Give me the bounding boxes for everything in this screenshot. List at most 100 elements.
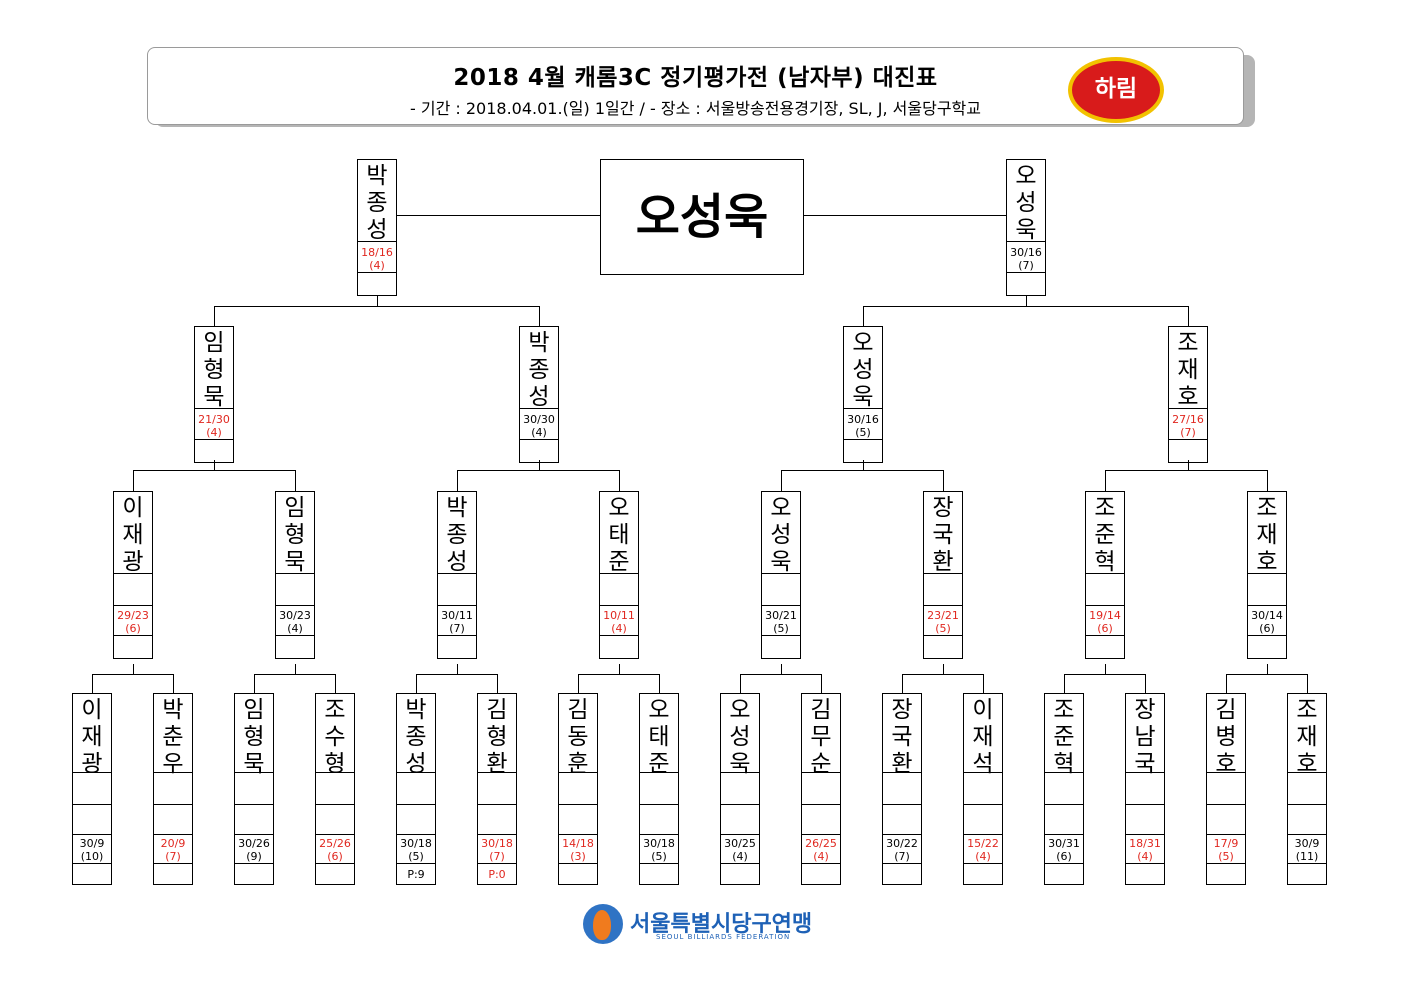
innings: (3) xyxy=(570,850,586,863)
match-score: 26/25(4) xyxy=(802,834,840,864)
empty-cell xyxy=(114,575,152,606)
empty-cell xyxy=(721,774,759,805)
penalty-note xyxy=(1288,865,1326,885)
score-value: 30/18 xyxy=(400,837,432,850)
empty-cell xyxy=(1288,804,1326,835)
innings: (4) xyxy=(813,850,829,863)
match-score: 27/16(7) xyxy=(1169,410,1207,440)
empty-cell xyxy=(762,575,800,606)
match-score: 30/9(10) xyxy=(73,834,111,864)
bracket-line xyxy=(377,296,378,307)
match-score: 17/9(5) xyxy=(1207,834,1245,864)
match-score: 30/21(5) xyxy=(762,606,800,636)
innings: (7) xyxy=(489,850,505,863)
empty-cell xyxy=(154,804,192,835)
bracket-line xyxy=(821,674,822,693)
innings: (10) xyxy=(80,850,104,863)
penalty-note xyxy=(73,865,111,885)
empty-cell xyxy=(1045,774,1083,805)
bracket-line xyxy=(295,470,296,491)
penalty-note xyxy=(559,865,597,885)
penalty-note xyxy=(316,865,354,885)
bracket-line xyxy=(863,306,864,326)
empty-cell xyxy=(924,575,962,606)
federation-name: 서울특별시당구연맹 xyxy=(630,912,813,937)
penalty-note xyxy=(640,865,678,885)
match-score: 18/31(4) xyxy=(1126,834,1164,864)
score-value: 30/9 xyxy=(79,837,105,850)
match-score: 30/26(9) xyxy=(235,834,273,864)
match-score: 30/23(4) xyxy=(276,606,314,636)
match-score: 30/25(4) xyxy=(721,834,759,864)
penalty-note xyxy=(1045,865,1083,885)
bracket-line xyxy=(173,674,174,693)
match-score: 15/22(4) xyxy=(964,834,1002,864)
innings: (4) xyxy=(611,622,627,635)
bracket-line xyxy=(254,674,255,693)
penalty-note xyxy=(1207,865,1245,885)
match-score: 19/14(6) xyxy=(1086,606,1124,636)
penalty-note xyxy=(1086,637,1124,657)
bracket-line xyxy=(943,664,944,675)
bracket-line xyxy=(1105,470,1106,491)
score-value: 17/9 xyxy=(1213,837,1239,850)
bracket-line xyxy=(659,674,660,693)
empty-cell xyxy=(721,804,759,835)
header-banner: 2018 4월 캐롬3C 정기평가전 (남자부) 대진표 - 기간 : 2018… xyxy=(147,47,1244,125)
score-value: 18/16 xyxy=(361,246,393,259)
bracket-line xyxy=(295,664,296,675)
penalty-note xyxy=(438,637,476,657)
empty-cell xyxy=(1248,575,1286,606)
bracket-line xyxy=(803,215,1006,216)
bracket-line xyxy=(1105,664,1106,675)
federation-name-en: SEOUL BILLIARDS FEDERATION xyxy=(656,933,791,941)
score-value: 29/23 xyxy=(117,609,149,622)
empty-cell xyxy=(802,804,840,835)
sponsor-name: 하림 xyxy=(1094,76,1138,102)
bracket-line xyxy=(457,470,458,491)
penalty-note xyxy=(520,441,558,461)
bracket-line xyxy=(214,306,215,326)
match-score: 29/23(6) xyxy=(114,606,152,636)
empty-cell xyxy=(235,804,273,835)
match-score: 30/31(6) xyxy=(1045,834,1083,864)
bracket-line xyxy=(92,674,93,693)
bracket-line xyxy=(902,674,903,693)
penalty-note xyxy=(1126,865,1164,885)
score-value: 30/30 xyxy=(523,413,555,426)
empty-cell xyxy=(559,804,597,835)
innings: (4) xyxy=(287,622,303,635)
empty-cell xyxy=(316,774,354,805)
empty-cell xyxy=(1207,804,1245,835)
penalty-note xyxy=(1007,274,1045,294)
federation-logo-icon xyxy=(583,904,623,944)
bracket-line xyxy=(1307,674,1308,693)
innings: (7) xyxy=(165,850,181,863)
innings: (6) xyxy=(327,850,343,863)
empty-cell xyxy=(316,804,354,835)
